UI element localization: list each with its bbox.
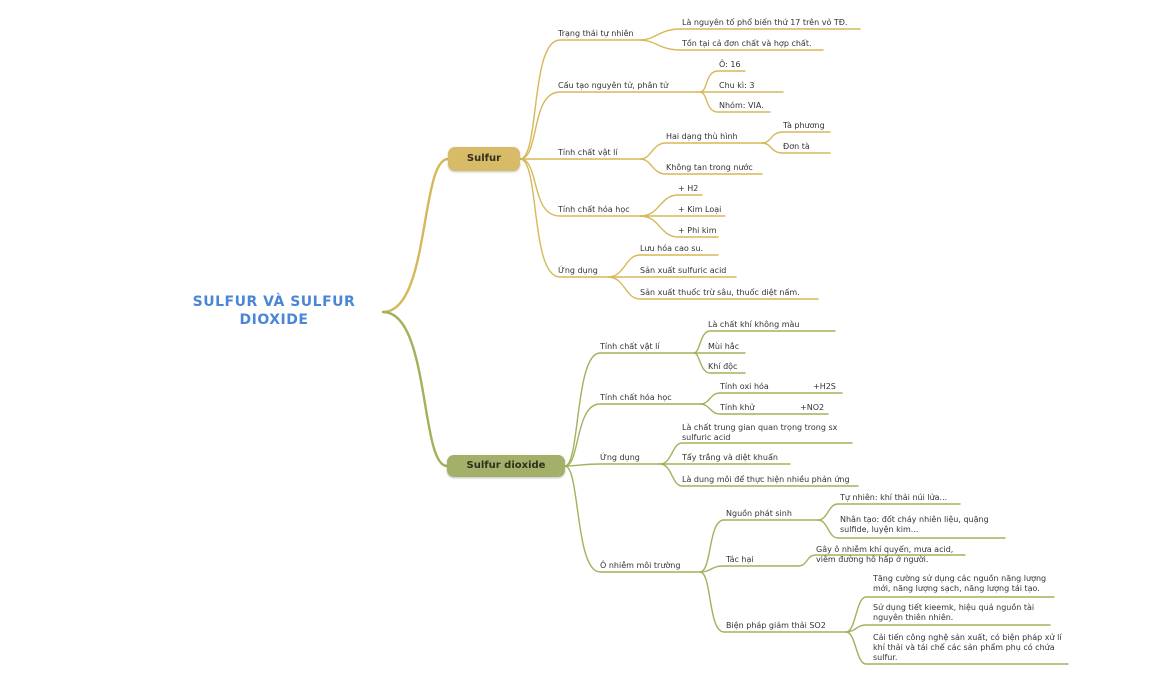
so2-use-item[interactable]: Là chất trung gian quan trọng trong sx s… bbox=[682, 423, 838, 442]
reduction-measure-item[interactable]: Tăng cường sử dụng các nguồn năng lượng … bbox=[873, 574, 1047, 593]
sulfur-use-item[interactable]: Sản xuất sulfuric acid bbox=[640, 266, 727, 275]
so2-physical-item[interactable]: Là chất khí không màu bbox=[708, 320, 800, 329]
no2-reaction[interactable]: +NO2 bbox=[800, 403, 825, 412]
allotropes-item[interactable]: Hai dạng thù hình bbox=[666, 132, 738, 141]
natural-state-item[interactable]: Tồn tại cả đơn chất và hợp chất. bbox=[682, 39, 812, 48]
sulfur-uses-topic[interactable]: Ứng dụng bbox=[558, 266, 598, 275]
natural-state-topic[interactable]: Trạng thái tự nhiên bbox=[558, 29, 634, 38]
allotrope-rhombic[interactable]: Tà phương bbox=[783, 121, 825, 130]
insoluble-item[interactable]: Không tan trong nước bbox=[666, 163, 753, 172]
sulfur-node[interactable]: Sulfur bbox=[448, 147, 520, 171]
so2-uses-topic[interactable]: Ứng dụng bbox=[600, 453, 640, 462]
so2-chemical-topic[interactable]: Tính chất hóa học bbox=[600, 393, 672, 402]
atomic-structure-topic[interactable]: Cấu tạo nguyên tử, phân tử bbox=[558, 81, 669, 90]
so2-physical-topic[interactable]: Tính chất vật lí bbox=[600, 342, 660, 351]
sulfur-use-item[interactable]: Sản xuất thuốc trừ sâu, thuốc diệt nấm. bbox=[640, 288, 800, 297]
atomic-structure-item[interactable]: Nhóm: VIA. bbox=[719, 101, 764, 110]
oxidizing-item[interactable]: Tính oxi hóa bbox=[720, 382, 769, 391]
reduction-measure-item[interactable]: Sử dụng tiết kieemk, hiệu quả nguồn tài … bbox=[873, 603, 1035, 622]
sulfur-chemical-topic[interactable]: Tính chất hóa học bbox=[558, 205, 630, 214]
atomic-structure-item[interactable]: Chu kì: 3 bbox=[719, 81, 755, 90]
sulfur-dioxide-node[interactable]: Sulfur dioxide bbox=[447, 455, 565, 477]
h2s-reaction[interactable]: +H2S bbox=[813, 382, 836, 391]
so2-use-item[interactable]: Tẩy trắng và diệt khuẩn bbox=[682, 453, 778, 462]
harmful-effects-topic[interactable]: Tác hại bbox=[726, 555, 754, 564]
reducing-item[interactable]: Tính khử bbox=[720, 403, 755, 412]
harmful-effects-item[interactable]: Gây ô nhiễm khí quyển, mưa acid, viêm đư… bbox=[816, 545, 954, 564]
natural-state-item[interactable]: Là nguyên tố phổ biến thứ 17 trên vỏ TĐ. bbox=[682, 18, 848, 27]
pollution-source-item[interactable]: Nhân tạo: đốt cháy nhiên liệu, quặng sul… bbox=[840, 515, 989, 534]
sulfur-chemical-item[interactable]: + H2 bbox=[678, 184, 699, 193]
pollution-topic[interactable]: Ô nhiễm môi trường bbox=[600, 561, 681, 570]
so2-physical-item[interactable]: Khí độc bbox=[708, 362, 738, 371]
sulfur-chemical-item[interactable]: + Phi kim bbox=[678, 226, 717, 235]
atomic-structure-item[interactable]: Ô: 16 bbox=[719, 60, 741, 69]
reduction-measure-item[interactable]: Cải tiến công nghệ sản xuất, có biện phá… bbox=[873, 633, 1062, 662]
reduction-measures-topic[interactable]: Biện pháp giảm thải SO2 bbox=[726, 621, 826, 630]
pollution-source-item[interactable]: Tự nhiên: khí thải núi lửa... bbox=[840, 493, 948, 502]
sulfur-physical-topic[interactable]: Tính chất vật lí bbox=[558, 148, 618, 157]
so2-physical-item[interactable]: Mùi hắc bbox=[708, 342, 740, 351]
so2-use-item[interactable]: Là dung môi để thực hiện nhiều phản ứng bbox=[682, 475, 850, 484]
sulfur-use-item[interactable]: Lưu hóa cao su. bbox=[640, 244, 704, 253]
allotrope-monoclinic[interactable]: Đơn tà bbox=[783, 142, 810, 151]
mindmap-root-title[interactable]: SULFUR VÀ SULFUR DIOXIDE bbox=[192, 294, 356, 328]
pollution-sources-topic[interactable]: Nguồn phát sinh bbox=[726, 509, 792, 518]
sulfur-chemical-item[interactable]: + Kim Loại bbox=[678, 205, 722, 214]
